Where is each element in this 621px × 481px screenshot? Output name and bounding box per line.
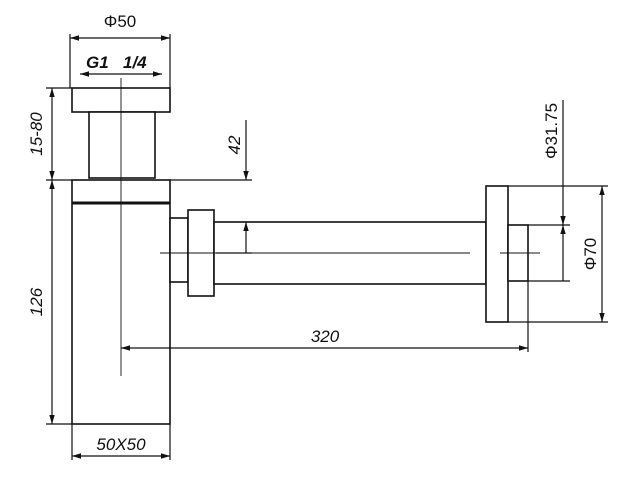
pipe-diameter-label: Φ31.75: [542, 103, 561, 159]
neck-tube: [88, 111, 156, 179]
top-diameter-label: Φ50: [104, 12, 136, 31]
outlet-stub: [169, 217, 189, 283]
thread-prefix-label: G1: [86, 53, 109, 72]
body-height-label: 126: [27, 287, 46, 316]
flange-diameter-label: Φ70: [581, 238, 600, 270]
height-range-label: 15-80: [27, 112, 46, 156]
thread-fraction-label: 1/4: [123, 53, 147, 72]
wall-flange: [485, 185, 509, 323]
dimension-labels: Φ50 G1 1/4 15-80 126 50X50 42 320 Φ31.75…: [27, 12, 600, 454]
dimension-lines: [46, 34, 608, 460]
pipe-offset-label: 42: [225, 135, 244, 154]
body-section-label: 50X50: [96, 435, 146, 454]
trap-parts: [71, 78, 540, 425]
pipe-length-label: 320: [311, 327, 340, 346]
